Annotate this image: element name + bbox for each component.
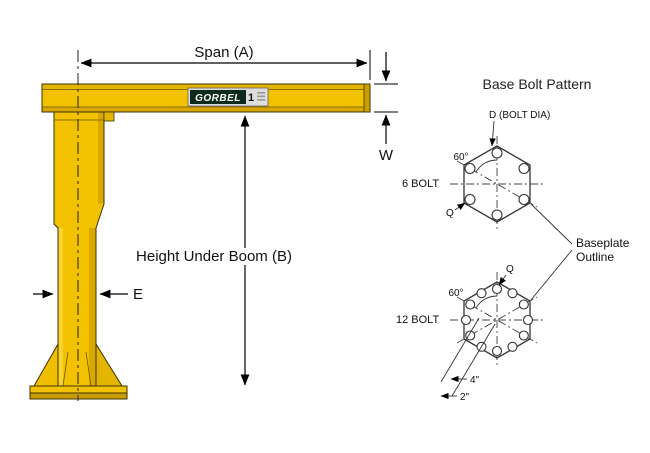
span-dimension: Span (A) xyxy=(80,44,371,80)
twelve-bolt-baseplate-hexagon xyxy=(463,281,531,359)
bolt-hole xyxy=(460,314,472,326)
baseplate-leader-bottom xyxy=(530,249,573,301)
six-bolt-angle-arc xyxy=(475,159,498,173)
bolt-pattern-title: Base Bolt Pattern xyxy=(483,76,592,92)
bolt-hole xyxy=(464,193,476,206)
bolt-hole xyxy=(522,314,534,326)
base-gusset-left xyxy=(33,342,59,387)
w-label: W xyxy=(379,147,394,164)
bolt-dia-label: D (BOLT DIA) xyxy=(489,110,550,121)
height-label: Height Under Boom (B) xyxy=(136,248,292,265)
bolt-hole xyxy=(507,288,518,299)
logo-plate-dark-panel xyxy=(190,90,246,104)
mast xyxy=(53,111,115,387)
jib-crane-drawing: GORBEL 1 Span (A) W Height Under Boom (B… xyxy=(29,44,398,401)
twelve-bolt-holes xyxy=(460,283,534,357)
bolt-hole xyxy=(491,283,503,295)
six-bolt-pattern: 60° 6 BOLT Q xyxy=(402,136,544,232)
six-bolt-q-label: Q xyxy=(446,208,454,219)
edge-distance-line-inner xyxy=(440,317,480,383)
bolt-hole xyxy=(491,209,503,221)
dim-outer-label: 4" xyxy=(470,375,480,386)
e-label: E xyxy=(133,286,143,303)
six-bolt-baseplate-hexagon xyxy=(463,145,531,223)
bolt-hole xyxy=(518,162,530,175)
gorbel-logo-plate: GORBEL 1 xyxy=(187,87,269,107)
twelve-bolt-label: 12 BOLT xyxy=(396,314,439,326)
bolt-hole xyxy=(518,299,529,310)
baseplate-label-line2: Outline xyxy=(576,250,614,264)
logo-fine-print-line xyxy=(257,99,265,101)
twelve-bolt-angle-arc xyxy=(475,295,498,309)
bolt-hole xyxy=(465,299,476,310)
base-gusset-line xyxy=(62,351,69,387)
boom-bottom-flange xyxy=(42,107,370,112)
bolt-hole xyxy=(464,162,476,175)
bolt-hole xyxy=(518,330,529,341)
six-bolt-angle-label: 60° xyxy=(453,152,468,163)
height-dimension: Height Under Boom (B) xyxy=(132,115,296,386)
bolt-hole xyxy=(518,193,530,206)
logo-fine-print-line xyxy=(257,95,265,98)
bolt-hole xyxy=(491,147,503,159)
twelve-bolt-angle-label: 60° xyxy=(448,288,463,299)
base-bolt-pattern: Base Bolt Pattern D (BOLT DIA) 60° 6 BOL… xyxy=(396,76,630,403)
twelve-bolt-q-leader xyxy=(498,274,507,286)
mast-column-highlight xyxy=(58,228,63,386)
height-label-backing xyxy=(132,248,296,265)
bolt-hole xyxy=(491,345,503,357)
six-bolt-holes xyxy=(464,147,530,221)
bolt-hole xyxy=(465,330,476,341)
boom-top-flange xyxy=(42,84,370,90)
bolt-hole xyxy=(507,341,518,352)
w-dimension: W xyxy=(374,52,398,164)
boom-end-cap xyxy=(363,83,371,113)
edge-distance-line-outer xyxy=(451,323,496,397)
bolt-hole xyxy=(476,288,487,299)
logo-fine-print-line xyxy=(257,92,265,94)
mast-column-shade xyxy=(89,228,96,386)
base-gusset-right xyxy=(95,342,123,387)
baseplate-label-line1: Baseplate xyxy=(576,236,630,250)
six-bolt-label: 6 BOLT xyxy=(402,178,439,190)
logo-capacity-text: 1 xyxy=(248,92,254,104)
baseplate-leader-top xyxy=(530,203,573,245)
bolt-dia-leader-line xyxy=(489,120,496,147)
baseplate-outline-callout: Baseplate Outline xyxy=(530,203,630,301)
span-label: Span (A) xyxy=(194,44,253,61)
twelve-bolt-pattern: 60° 12 BOLT Q 4" 2" xyxy=(396,264,544,403)
twelve-bolt-q-label: Q xyxy=(506,264,514,275)
base-gusset-line xyxy=(85,351,92,387)
logo-brand-text: GORBEL xyxy=(195,93,241,104)
boom-connection-bracket xyxy=(103,111,115,122)
mast-head-shade xyxy=(98,112,104,204)
six-bolt-q-leader xyxy=(454,202,466,211)
dim-inner-label: 2" xyxy=(460,392,470,403)
e-dimension: E xyxy=(33,286,143,303)
